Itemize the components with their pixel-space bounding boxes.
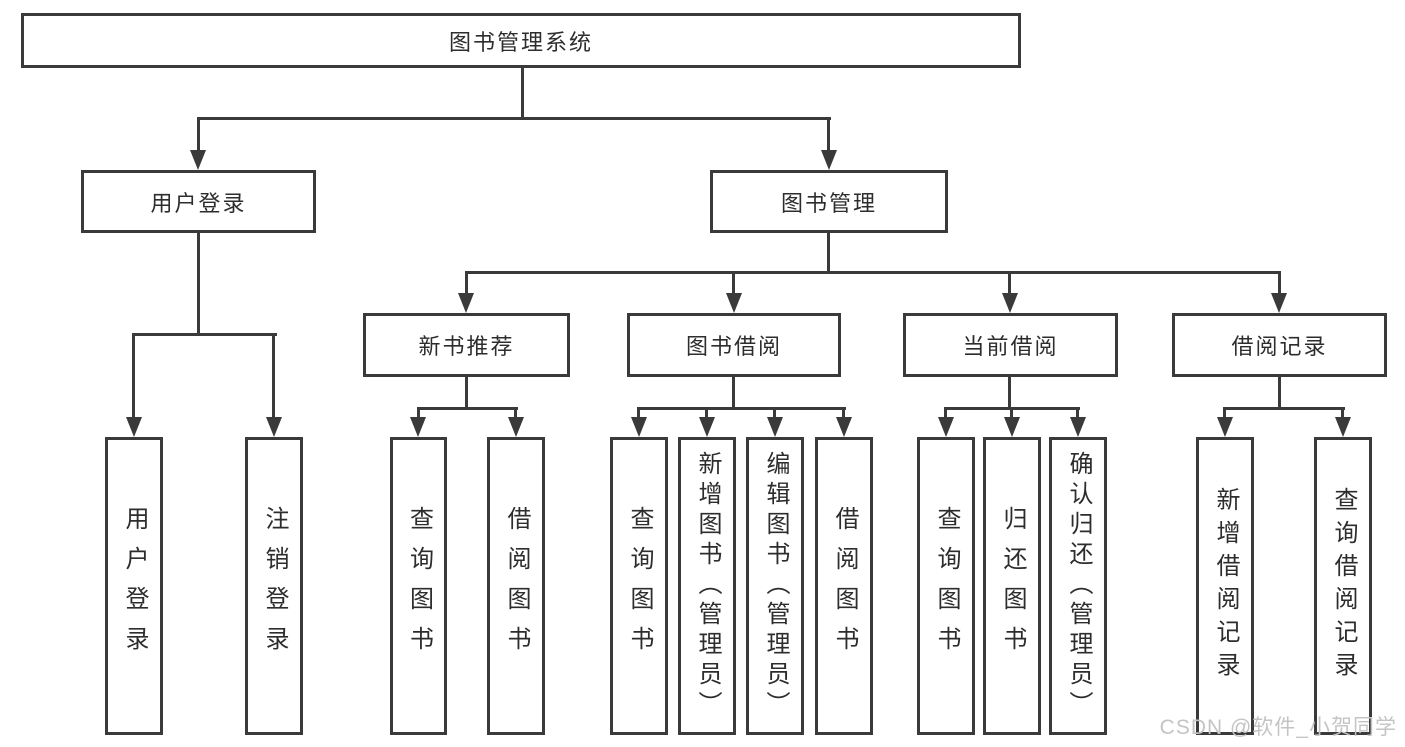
- connector-line-v: [521, 68, 524, 119]
- connector-line-v: [827, 117, 830, 154]
- node-book-management: 图书管理: [710, 170, 948, 233]
- leaf-add-borrow-record-label: 新增借阅记录: [1212, 487, 1239, 685]
- node-current-borrow: 当前借阅: [903, 313, 1118, 377]
- connector-line-v: [197, 233, 200, 336]
- leaf-query-books-current-label: 查询图书: [933, 506, 960, 666]
- connector-line-v: [842, 407, 845, 419]
- leaf-user-login-label: 用户登录: [121, 506, 148, 666]
- connector-line-h: [1223, 407, 1345, 410]
- leaf-borrow-books-recommend-label: 借阅图书: [503, 506, 530, 666]
- connector-line-v: [705, 407, 708, 419]
- connector-line-v: [1278, 271, 1281, 297]
- connector-line-v: [465, 271, 468, 297]
- arrow-down-icon: [1070, 417, 1086, 437]
- node-new-book-recommend-label: 新书推荐: [418, 334, 515, 359]
- connector-line-v: [1008, 271, 1011, 297]
- connector-line-v: [1278, 377, 1281, 410]
- arrow-down-icon: [126, 417, 142, 437]
- arrow-down-icon: [266, 417, 282, 437]
- arrow-down-icon: [458, 293, 474, 313]
- leaf-edit-book-admin: 编辑图书（管理员）: [746, 437, 804, 735]
- leaf-query-books-borrow-label: 查询图书: [626, 506, 653, 666]
- connector-line-v: [132, 333, 135, 422]
- leaf-query-books-borrow: 查询图书: [610, 437, 668, 735]
- leaf-borrow-books-recommend: 借阅图书: [487, 437, 545, 735]
- arrow-down-icon: [631, 417, 647, 437]
- connector-line-v: [514, 407, 517, 419]
- arrow-down-icon: [836, 417, 852, 437]
- arrow-down-icon: [1004, 417, 1020, 437]
- connector-line-v: [1010, 407, 1013, 419]
- leaf-query-borrow-record-label: 查询借阅记录: [1330, 487, 1357, 685]
- arrow-down-icon: [938, 417, 954, 437]
- leaf-confirm-return-admin: 确认归还（管理员）: [1049, 437, 1107, 735]
- node-root: 图书管理系统: [21, 13, 1021, 68]
- node-root-label: 图书管理系统: [448, 29, 593, 55]
- arrow-down-icon: [1335, 417, 1351, 437]
- leaf-query-books-recommend: 查询图书: [390, 437, 447, 735]
- connector-line-v: [272, 333, 275, 422]
- arrow-down-icon: [190, 150, 206, 170]
- node-user-login-label: 用户登录: [150, 190, 247, 216]
- arrow-down-icon: [508, 417, 524, 437]
- leaf-return-book-label: 归还图书: [999, 506, 1026, 666]
- node-current-borrow-label: 当前借阅: [962, 334, 1059, 359]
- leaf-add-book-admin-label: 新增图书（管理员）: [694, 451, 721, 721]
- arrow-down-icon: [1271, 293, 1287, 313]
- connector-line-h: [417, 407, 518, 410]
- arrow-down-icon: [821, 150, 837, 170]
- connector-line-v: [1008, 377, 1011, 410]
- connector-line-v: [197, 117, 200, 154]
- arrow-down-icon: [410, 417, 426, 437]
- leaf-logout: 注销登录: [245, 437, 303, 735]
- leaf-logout-label: 注销登录: [261, 506, 288, 666]
- leaf-confirm-return-admin-label: 确认归还（管理员）: [1065, 451, 1092, 721]
- node-user-login: 用户登录: [81, 170, 316, 233]
- connector-line-v: [637, 407, 640, 419]
- connector-line-h: [132, 333, 277, 336]
- connector-line-v: [773, 407, 776, 419]
- leaf-return-book: 归还图书: [983, 437, 1041, 735]
- connector-line-v: [827, 233, 830, 274]
- arrow-down-icon: [699, 417, 715, 437]
- leaf-user-login: 用户登录: [105, 437, 163, 735]
- connector-line-h: [197, 117, 831, 120]
- node-borrow-records-label: 借阅记录: [1231, 334, 1328, 359]
- leaf-borrow-books: 借阅图书: [815, 437, 873, 735]
- connector-line-v: [1341, 407, 1344, 419]
- connector-line-v: [1076, 407, 1079, 419]
- arrow-down-icon: [1217, 417, 1233, 437]
- connector-line-v: [732, 271, 735, 297]
- node-book-management-label: 图书管理: [780, 190, 877, 216]
- leaf-edit-book-admin-label: 编辑图书（管理员）: [762, 451, 789, 721]
- connector-line-v: [944, 407, 947, 419]
- leaf-query-borrow-record: 查询借阅记录: [1314, 437, 1372, 735]
- node-book-borrow: 图书借阅: [627, 313, 841, 377]
- node-book-borrow-label: 图书借阅: [685, 334, 782, 359]
- connector-line-v: [417, 407, 420, 419]
- connector-line-v: [465, 377, 468, 410]
- leaf-borrow-books-label: 借阅图书: [831, 506, 858, 666]
- leaf-add-book-admin: 新增图书（管理员）: [678, 437, 736, 735]
- connector-line-v: [732, 377, 735, 410]
- connector-line-h: [465, 271, 1281, 274]
- leaf-query-books-recommend-label: 查询图书: [405, 506, 433, 666]
- csdn-watermark: CSDN @软件_小贺同学: [1159, 716, 1397, 739]
- leaf-add-borrow-record: 新增借阅记录: [1196, 437, 1254, 735]
- node-borrow-records: 借阅记录: [1172, 313, 1387, 377]
- connector-line-v: [1223, 407, 1226, 419]
- arrow-down-icon: [767, 417, 783, 437]
- arrow-down-icon: [726, 293, 742, 313]
- arrow-down-icon: [1002, 293, 1018, 313]
- node-new-book-recommend: 新书推荐: [363, 313, 570, 377]
- connector-line-h: [637, 407, 846, 410]
- leaf-query-books-current: 查询图书: [917, 437, 975, 735]
